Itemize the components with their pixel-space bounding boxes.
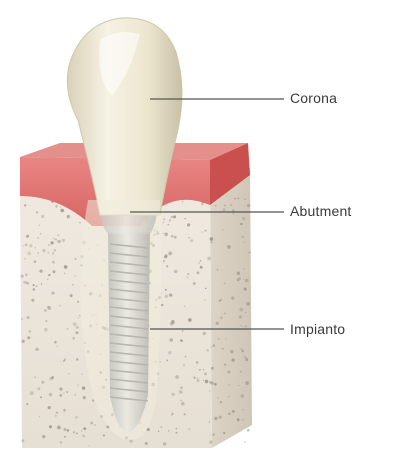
label-corona: Corona — [290, 90, 337, 106]
label-abutment: Abutment — [290, 203, 352, 219]
bone-side-face — [210, 168, 252, 448]
label-impianto: Impianto — [290, 321, 345, 337]
